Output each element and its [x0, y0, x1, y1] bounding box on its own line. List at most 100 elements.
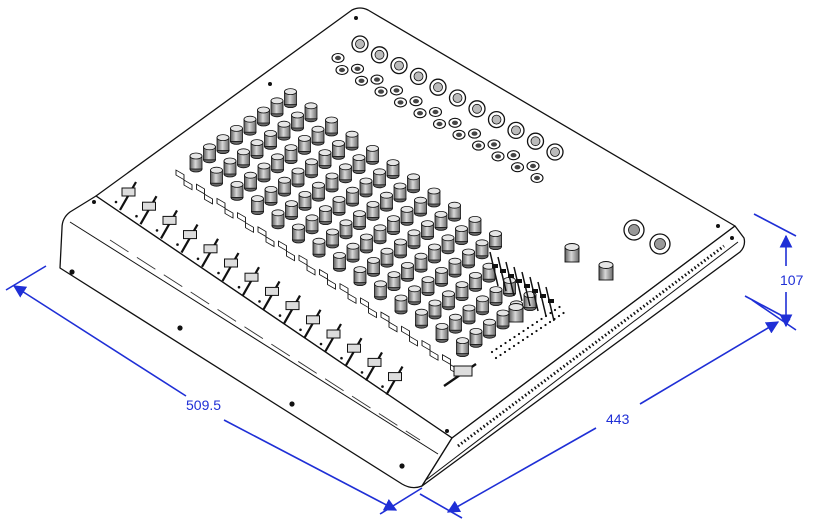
trs-jack-icon	[471, 140, 486, 151]
push-button	[319, 268, 328, 280]
knob-icon	[292, 223, 305, 244]
push-button	[421, 339, 431, 351]
height-dimension: 107	[751, 213, 804, 331]
meter-led	[508, 347, 511, 351]
knob-icon	[203, 143, 216, 164]
push-button	[278, 240, 287, 252]
knob-icon	[359, 177, 373, 198]
knob-icon	[469, 327, 483, 348]
trs-jack-icon	[374, 86, 388, 97]
knob-icon	[189, 152, 203, 173]
channel-fader	[135, 195, 158, 225]
knob-icon	[462, 248, 475, 269]
xlr-jack-icon	[507, 121, 525, 140]
meter-led	[562, 311, 565, 315]
trs-jack-icon	[491, 151, 505, 162]
meter-led	[540, 317, 543, 321]
meter-led	[508, 338, 512, 342]
knob-icon	[442, 290, 455, 311]
master-knob-icon	[598, 261, 614, 281]
graphic-eq-slider	[537, 281, 547, 317]
knob-icon	[304, 102, 318, 123]
knob-icon	[414, 196, 427, 217]
push-button	[306, 264, 316, 276]
trs-jack-icon	[452, 129, 466, 140]
knob-icon	[339, 219, 353, 240]
master-knob-icon	[564, 243, 580, 263]
channel-fader	[299, 309, 322, 339]
push-button	[442, 354, 451, 366]
knob-icon	[298, 190, 312, 211]
knob-icon	[475, 239, 489, 260]
push-button	[401, 325, 410, 337]
knob-icon	[482, 262, 496, 283]
knob-icon	[401, 261, 414, 282]
meter-led	[531, 323, 534, 327]
meter-led	[557, 314, 561, 318]
knob-icon	[271, 153, 284, 174]
push-button	[286, 250, 295, 262]
knob-icon	[367, 256, 380, 277]
channel-fader	[237, 266, 260, 296]
knob-icon	[264, 129, 277, 150]
meter-led	[522, 329, 525, 333]
knob-icon	[284, 144, 298, 165]
knob-icon	[489, 286, 503, 307]
knob-icon	[373, 168, 386, 189]
knob-icon	[353, 266, 367, 287]
channel-fader	[381, 366, 404, 396]
knob-icon	[387, 215, 400, 236]
knob-icon	[250, 139, 264, 160]
knob-icon	[469, 271, 482, 292]
height-dimension-label: 107	[780, 272, 804, 288]
trs-jack-icon	[389, 85, 404, 96]
knob-icon	[223, 157, 237, 178]
meter-led	[530, 332, 534, 336]
knob-icon	[257, 106, 270, 127]
meter-led	[539, 326, 543, 330]
meter-led	[490, 350, 494, 354]
meter-led	[553, 317, 556, 321]
graphic-eq-slider	[505, 261, 515, 297]
mixer-console	[59, 7, 746, 489]
xlr-jack-icon	[468, 100, 486, 118]
screws	[69, 16, 734, 469]
xlr-jack-icon	[351, 35, 369, 53]
knob-icon	[237, 148, 250, 169]
mixer-front-face	[59, 195, 453, 489]
master-fader-cap	[453, 365, 473, 377]
knob-icon	[353, 210, 366, 231]
knob-icon	[270, 97, 284, 118]
graphic-eq-slider-cap	[524, 284, 530, 288]
xlr-jack-icon	[526, 132, 545, 150]
knob-icon	[346, 242, 360, 263]
meter-led	[544, 323, 547, 327]
knob-icon	[468, 215, 482, 236]
push-button	[183, 179, 193, 191]
knob-icon	[456, 337, 469, 358]
push-button	[368, 307, 377, 319]
trs-jack-icon	[530, 172, 544, 184]
knob-icon	[400, 205, 414, 226]
knob-icon	[448, 257, 462, 278]
knob-icon	[435, 322, 449, 343]
knob-icon	[264, 185, 278, 206]
trs-jack-icon	[487, 139, 501, 150]
meter-led	[494, 356, 498, 360]
master-knob-icon	[508, 303, 524, 323]
xlr-jack-icon	[409, 67, 428, 86]
channel-fader	[155, 209, 178, 239]
knob-icon	[360, 233, 373, 254]
knob-icon	[333, 251, 346, 272]
master-section	[489, 219, 671, 360]
knob-icon	[298, 134, 311, 155]
knob-icon	[271, 209, 285, 230]
knob-icon	[332, 139, 345, 160]
knob-icon	[387, 271, 401, 292]
knob-icon	[421, 220, 434, 241]
knob-icon	[407, 173, 420, 194]
channel-knobs	[189, 88, 537, 358]
channel-fader	[258, 280, 281, 310]
knob-icon	[483, 318, 496, 339]
